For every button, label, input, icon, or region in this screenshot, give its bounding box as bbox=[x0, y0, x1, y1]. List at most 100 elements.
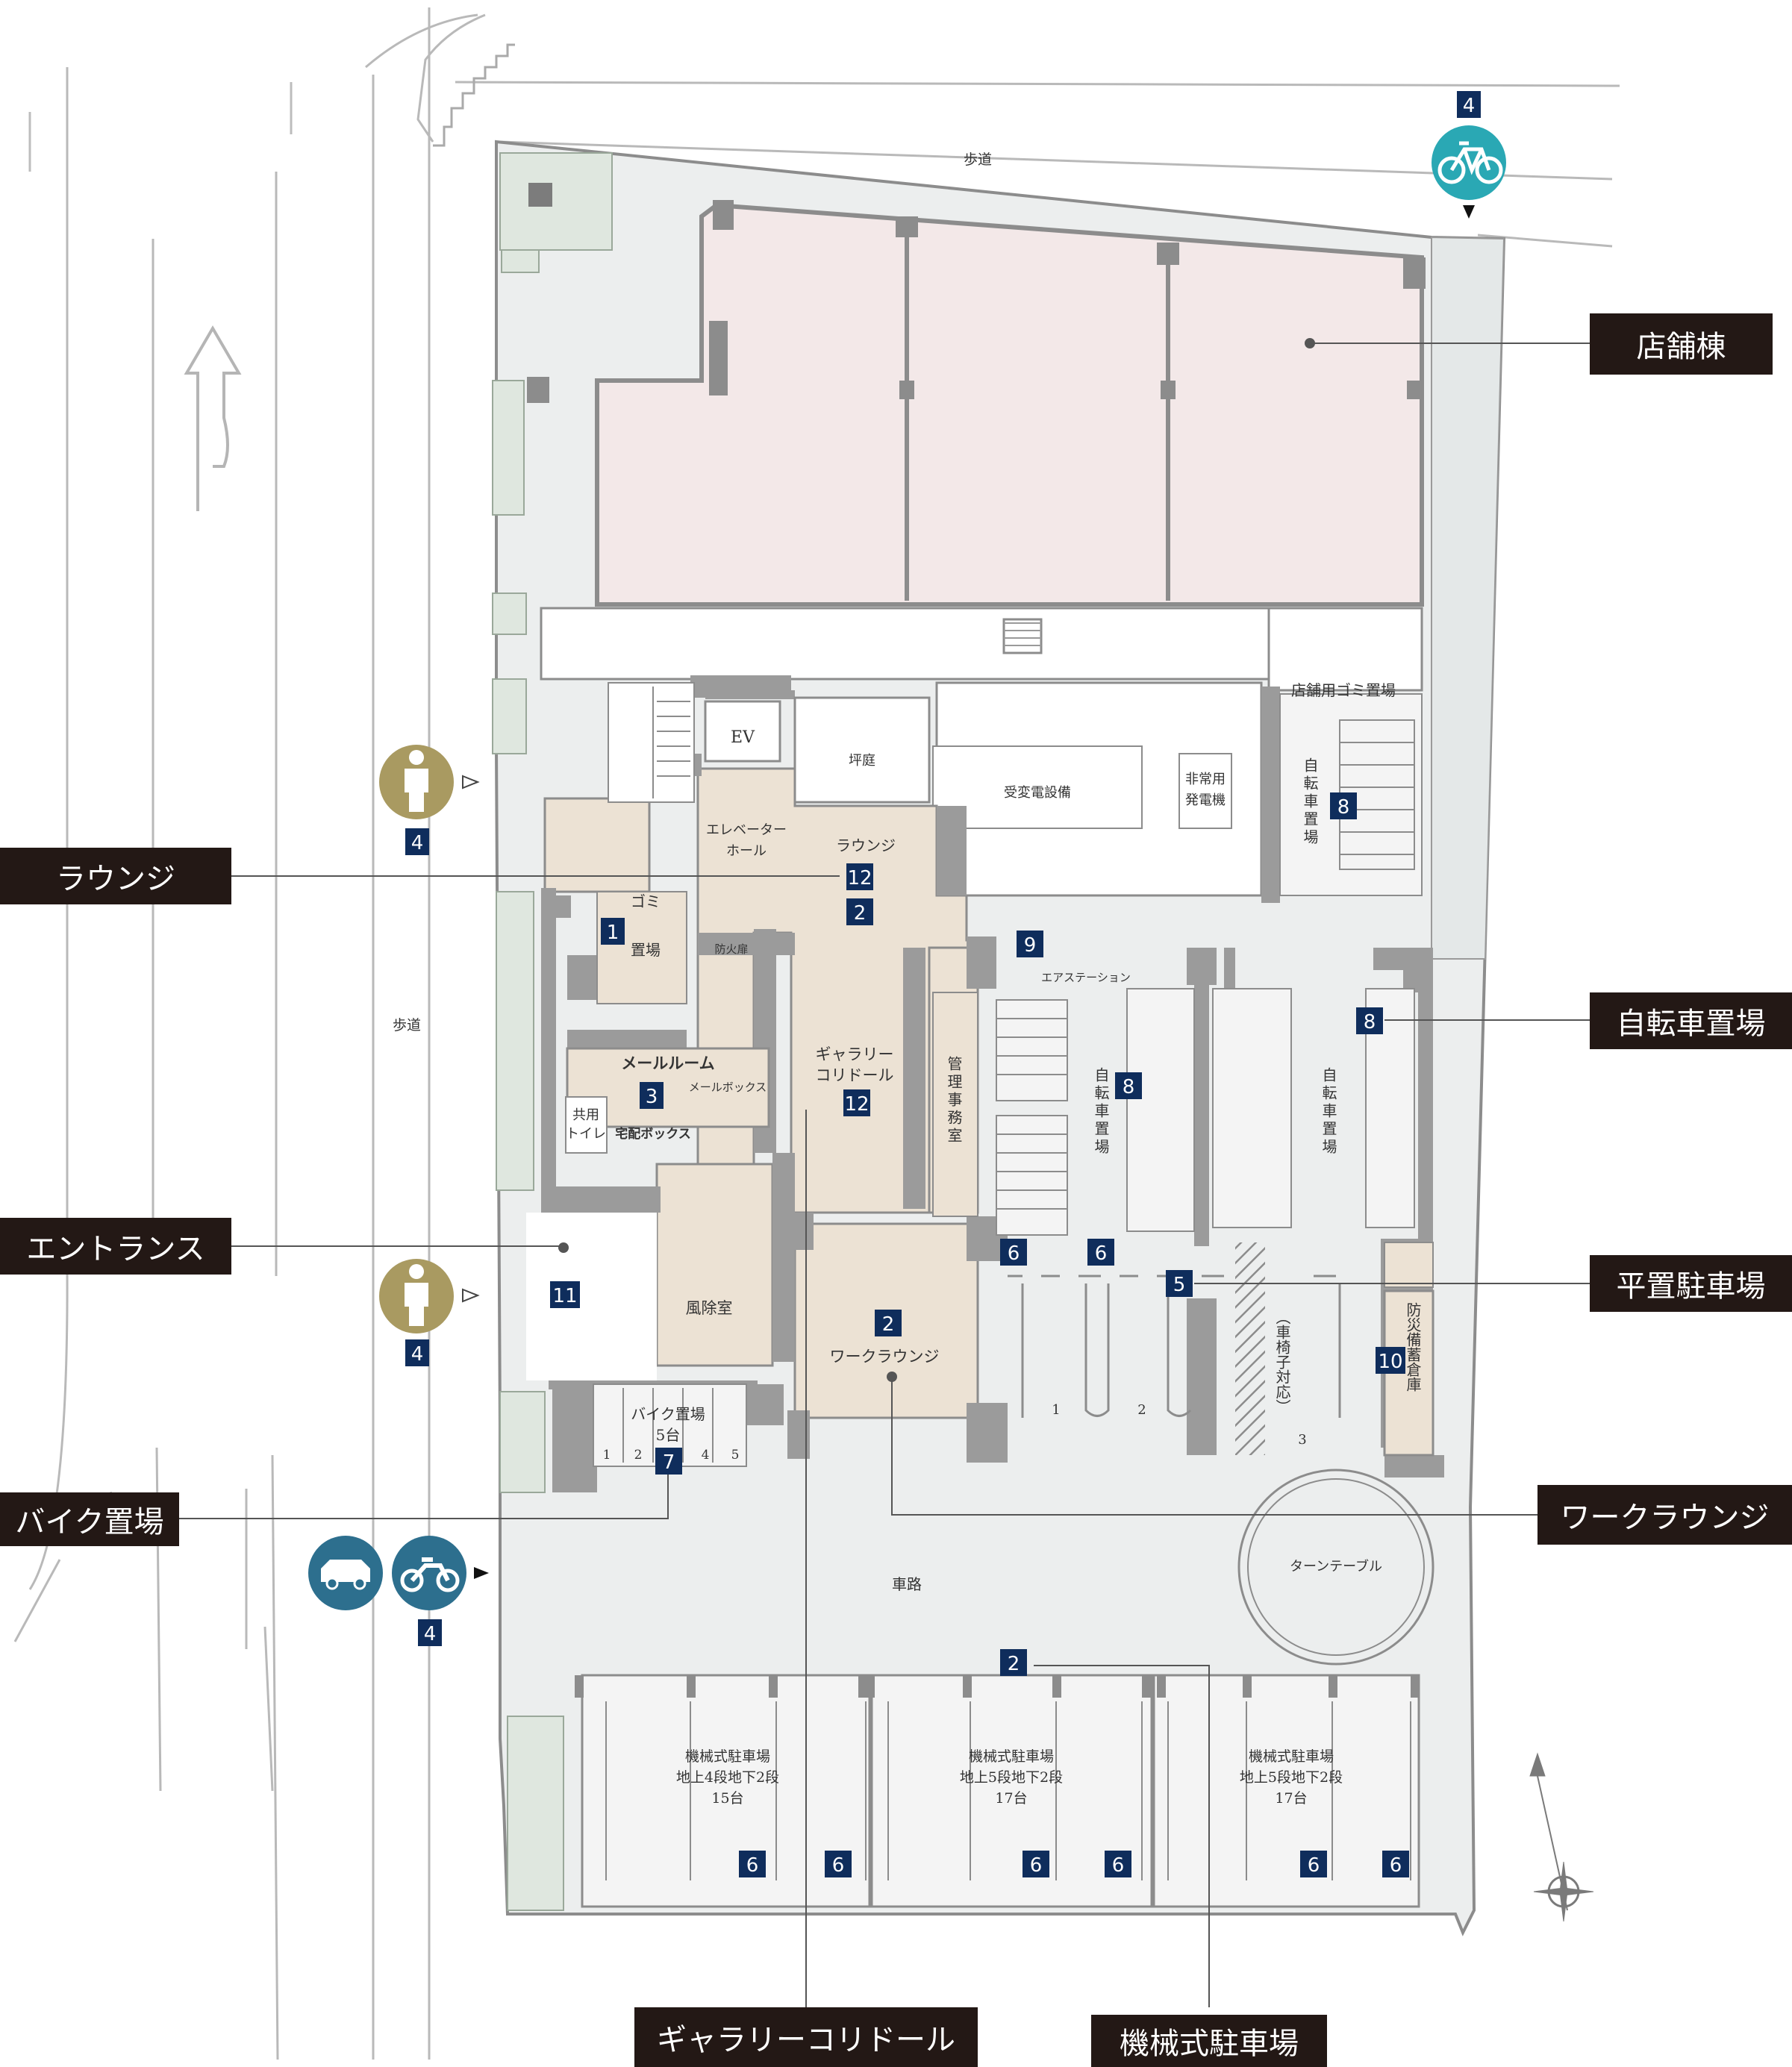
callout-entrance: エントランス bbox=[0, 1218, 231, 1275]
svg-text:6: 6 bbox=[1095, 1242, 1108, 1265]
svg-text:4: 4 bbox=[424, 1623, 437, 1645]
service-stairs bbox=[1004, 622, 1041, 646]
bicycle-c-text: 自転車置場 bbox=[1320, 1067, 1337, 1157]
badge-12-lounge: 12 bbox=[846, 863, 873, 890]
ev-text: EV bbox=[731, 728, 755, 747]
badge-4-car: 4 bbox=[418, 1619, 442, 1646]
svg-text:11: 11 bbox=[552, 1285, 577, 1307]
bike-slot-2: 2 bbox=[634, 1448, 643, 1463]
top-street bbox=[416, 13, 1620, 248]
callout-lounge: ラウンジ bbox=[0, 848, 231, 904]
bike-count-text: 5台 bbox=[656, 1426, 681, 1444]
svg-text:6: 6 bbox=[1112, 1854, 1125, 1877]
generator-text-1: 非常用 bbox=[1185, 772, 1226, 787]
mech-a-title: 機械式駐車場 bbox=[685, 1748, 770, 1765]
bike-parking-text: バイク置場 bbox=[631, 1405, 705, 1423]
svg-text:6: 6 bbox=[1008, 1242, 1020, 1265]
bicycle-access-icon bbox=[1432, 125, 1506, 219]
mech-c-levels: 地上5段地下2段 bbox=[1240, 1769, 1343, 1786]
toilet-text-2: トイレ bbox=[566, 1126, 606, 1142]
badge-2-lounge: 2 bbox=[846, 898, 873, 925]
badge-4-ped-a: 4 bbox=[405, 828, 429, 855]
sidewalk-left-text: 歩道 bbox=[393, 1017, 421, 1034]
gallery-text-1: ギャラリー bbox=[816, 1045, 894, 1063]
badge-9: 9 bbox=[1017, 931, 1043, 957]
bike-slot-5: 5 bbox=[731, 1448, 740, 1463]
badge-6-mech-1: 6 bbox=[739, 1851, 766, 1877]
disaster-storage-room bbox=[1384, 1242, 1434, 1288]
bicycle-racks-center bbox=[996, 988, 1415, 1236]
badge-4-bicycle: 4 bbox=[1457, 91, 1481, 118]
road-text: 車路 bbox=[892, 1575, 922, 1593]
right-green-strip bbox=[1431, 236, 1505, 960]
wheelchair-hatch bbox=[1235, 1242, 1265, 1455]
corner-step-edge bbox=[433, 43, 515, 147]
badge-6-mech-5: 6 bbox=[1300, 1851, 1327, 1877]
svg-text:12: 12 bbox=[844, 1093, 869, 1116]
road-direction-arrow bbox=[184, 325, 242, 511]
column-block bbox=[528, 183, 552, 207]
svg-text:9: 9 bbox=[1024, 934, 1037, 957]
elevator-hall-text-1: エレベーター bbox=[706, 822, 787, 838]
badge-5: 5 bbox=[1166, 1270, 1193, 1297]
badge-6-mech-4: 6 bbox=[1105, 1851, 1131, 1877]
svg-text:6: 6 bbox=[832, 1854, 845, 1877]
callout-mechanical-parking: 機械式駐車場 bbox=[1091, 2015, 1327, 2067]
svg-text:1: 1 bbox=[607, 922, 619, 944]
svg-text:6: 6 bbox=[1308, 1854, 1320, 1877]
mail-box-text: メールボックス bbox=[689, 1081, 767, 1094]
svg-text:12: 12 bbox=[847, 867, 872, 889]
badge-6-mech-3: 6 bbox=[1023, 1851, 1049, 1877]
badge-8-callout: 8 bbox=[1356, 1007, 1383, 1034]
badge-3: 3 bbox=[640, 1082, 664, 1109]
compass-rose bbox=[1529, 1752, 1594, 1922]
car-access-icon bbox=[308, 1536, 383, 1610]
bike-parking-area bbox=[593, 1383, 747, 1467]
badge-2-work: 2 bbox=[875, 1310, 902, 1336]
pedestrian-access-icon-b bbox=[379, 1259, 480, 1333]
windbreak-text: 風除室 bbox=[686, 1299, 733, 1317]
badge-11: 11 bbox=[550, 1281, 580, 1308]
mech-c-title: 機械式駐車場 bbox=[1249, 1748, 1334, 1765]
mech-b-levels: 地上5段地下2段 bbox=[960, 1769, 1063, 1786]
svg-text:3: 3 bbox=[646, 1086, 658, 1108]
pedestrian-access-icon-a bbox=[379, 745, 480, 819]
flat-parking bbox=[1008, 1275, 1341, 1418]
tsuboniwa bbox=[793, 696, 931, 804]
generator-text-2: 発電機 bbox=[1185, 792, 1226, 808]
ev-shaft bbox=[704, 700, 781, 763]
crosswalk bbox=[28, 82, 293, 172]
badge-6-mech-6: 6 bbox=[1382, 1851, 1409, 1877]
svg-text:2: 2 bbox=[882, 1313, 895, 1336]
svg-text:4: 4 bbox=[411, 1343, 424, 1366]
callout-lines bbox=[179, 875, 1590, 2007]
turntable-text: ターンテーブル bbox=[1290, 1558, 1382, 1575]
office-room bbox=[932, 992, 978, 1217]
entrance-outdoor bbox=[526, 1213, 657, 1380]
svg-text:4: 4 bbox=[1463, 95, 1476, 117]
gallery-text-2: コリドール bbox=[816, 1066, 894, 1084]
work-lounge-text: ワークラウンジ bbox=[830, 1348, 940, 1366]
parking-slot-2: 2 bbox=[1137, 1402, 1146, 1418]
toilet-text-1: 共用 bbox=[572, 1107, 599, 1123]
badge-10: 10 bbox=[1376, 1347, 1405, 1374]
bike-slot-4: 4 bbox=[702, 1448, 710, 1463]
badge-8-right: 8 bbox=[1330, 792, 1357, 819]
callout-bicycle-parking: 自転車置場 bbox=[1590, 992, 1792, 1049]
delivery-box-text: 宅配ボックス bbox=[615, 1126, 691, 1142]
parking-slot-1: 1 bbox=[1052, 1402, 1060, 1418]
mech-b-title: 機械式駐車場 bbox=[969, 1748, 1054, 1765]
parking-slot-3: 3 bbox=[1298, 1432, 1306, 1448]
greenery bbox=[492, 152, 613, 1911]
garbage-text-2: 置場 bbox=[631, 941, 661, 959]
svg-text:6: 6 bbox=[746, 1854, 759, 1877]
mech-b-count: 17台 bbox=[995, 1790, 1027, 1807]
office-text: 管理事務室 bbox=[945, 1056, 963, 1145]
svg-text:7: 7 bbox=[663, 1451, 675, 1474]
bicycle-a-text: 自転車置場 bbox=[1301, 757, 1319, 847]
sidewalk-top-text: 歩道 bbox=[964, 151, 992, 168]
mail-room-text: メールルーム bbox=[621, 1054, 714, 1072]
badge-12-gallery: 12 bbox=[843, 1089, 870, 1116]
stairs-core bbox=[608, 682, 695, 803]
